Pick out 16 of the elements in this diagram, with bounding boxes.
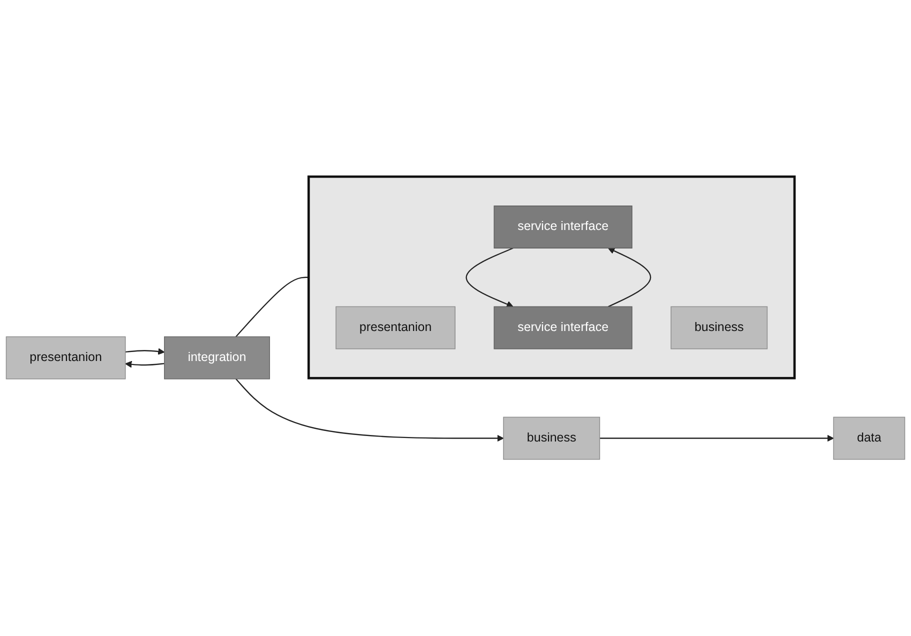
node-box: presentanion [6,336,126,380]
node-box: business [503,416,600,460]
arrow [466,248,514,308]
connector [235,276,309,338]
arrow [608,248,652,308]
node-box: presentanion [336,306,456,350]
node-box: integration [164,336,270,380]
node-box: service interface [494,206,632,248]
node-box: data [833,416,906,460]
arrow [600,434,834,442]
arrow [125,348,165,355]
node-box: service interface [494,306,632,350]
arrow [235,378,504,442]
cluster [307,175,796,380]
node-box: business [670,306,768,350]
arrow [125,360,164,368]
